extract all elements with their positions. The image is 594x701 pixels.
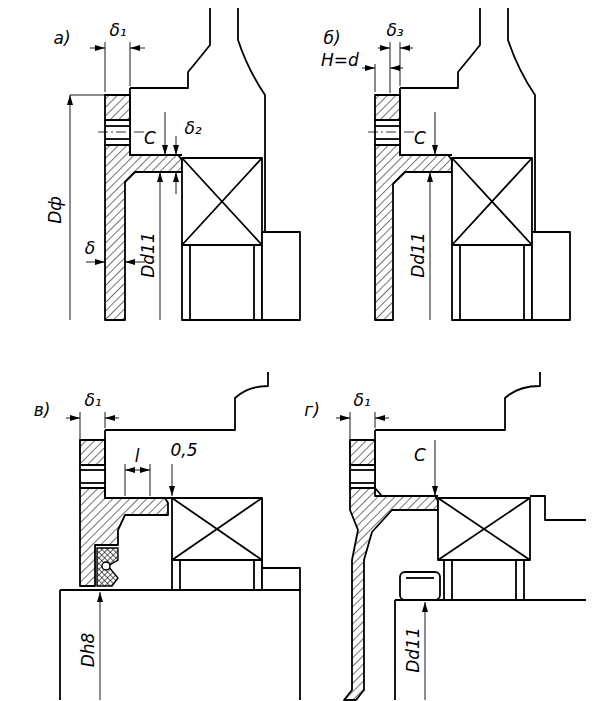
dimension-label: C <box>144 130 156 147</box>
dimension-label: δ₁ <box>109 22 126 39</box>
dimension-label: Dd11 <box>140 232 157 278</box>
panel-letter: б) <box>323 30 340 47</box>
dimension-label: Dф <box>47 196 64 224</box>
dimension-label: δ₁ <box>84 392 101 409</box>
dimension-label: Dd11 <box>405 627 422 673</box>
dimension-label: C <box>414 130 426 147</box>
panel-g <box>336 372 586 700</box>
panel-v <box>60 372 300 700</box>
dimension-label: Dh8 <box>80 633 97 668</box>
dimension-label: δ₁ <box>353 392 370 409</box>
dimension-label: 0,5 <box>170 442 197 459</box>
panel-letter: а) <box>53 30 70 47</box>
dimension-label: C <box>414 447 426 464</box>
panel-a <box>70 8 300 320</box>
dimension-label: δ <box>85 240 95 257</box>
panel-letter: в) <box>34 402 51 419</box>
dimension-label: δ₂ <box>184 120 201 137</box>
panel-b <box>362 8 570 320</box>
dimension-label: Dd11 <box>410 232 427 278</box>
panel-letter: г) <box>304 402 320 419</box>
dimension-label: δ₃ <box>386 22 403 39</box>
dimension-label: l <box>135 448 140 465</box>
dimension-label: H=d <box>321 52 359 69</box>
